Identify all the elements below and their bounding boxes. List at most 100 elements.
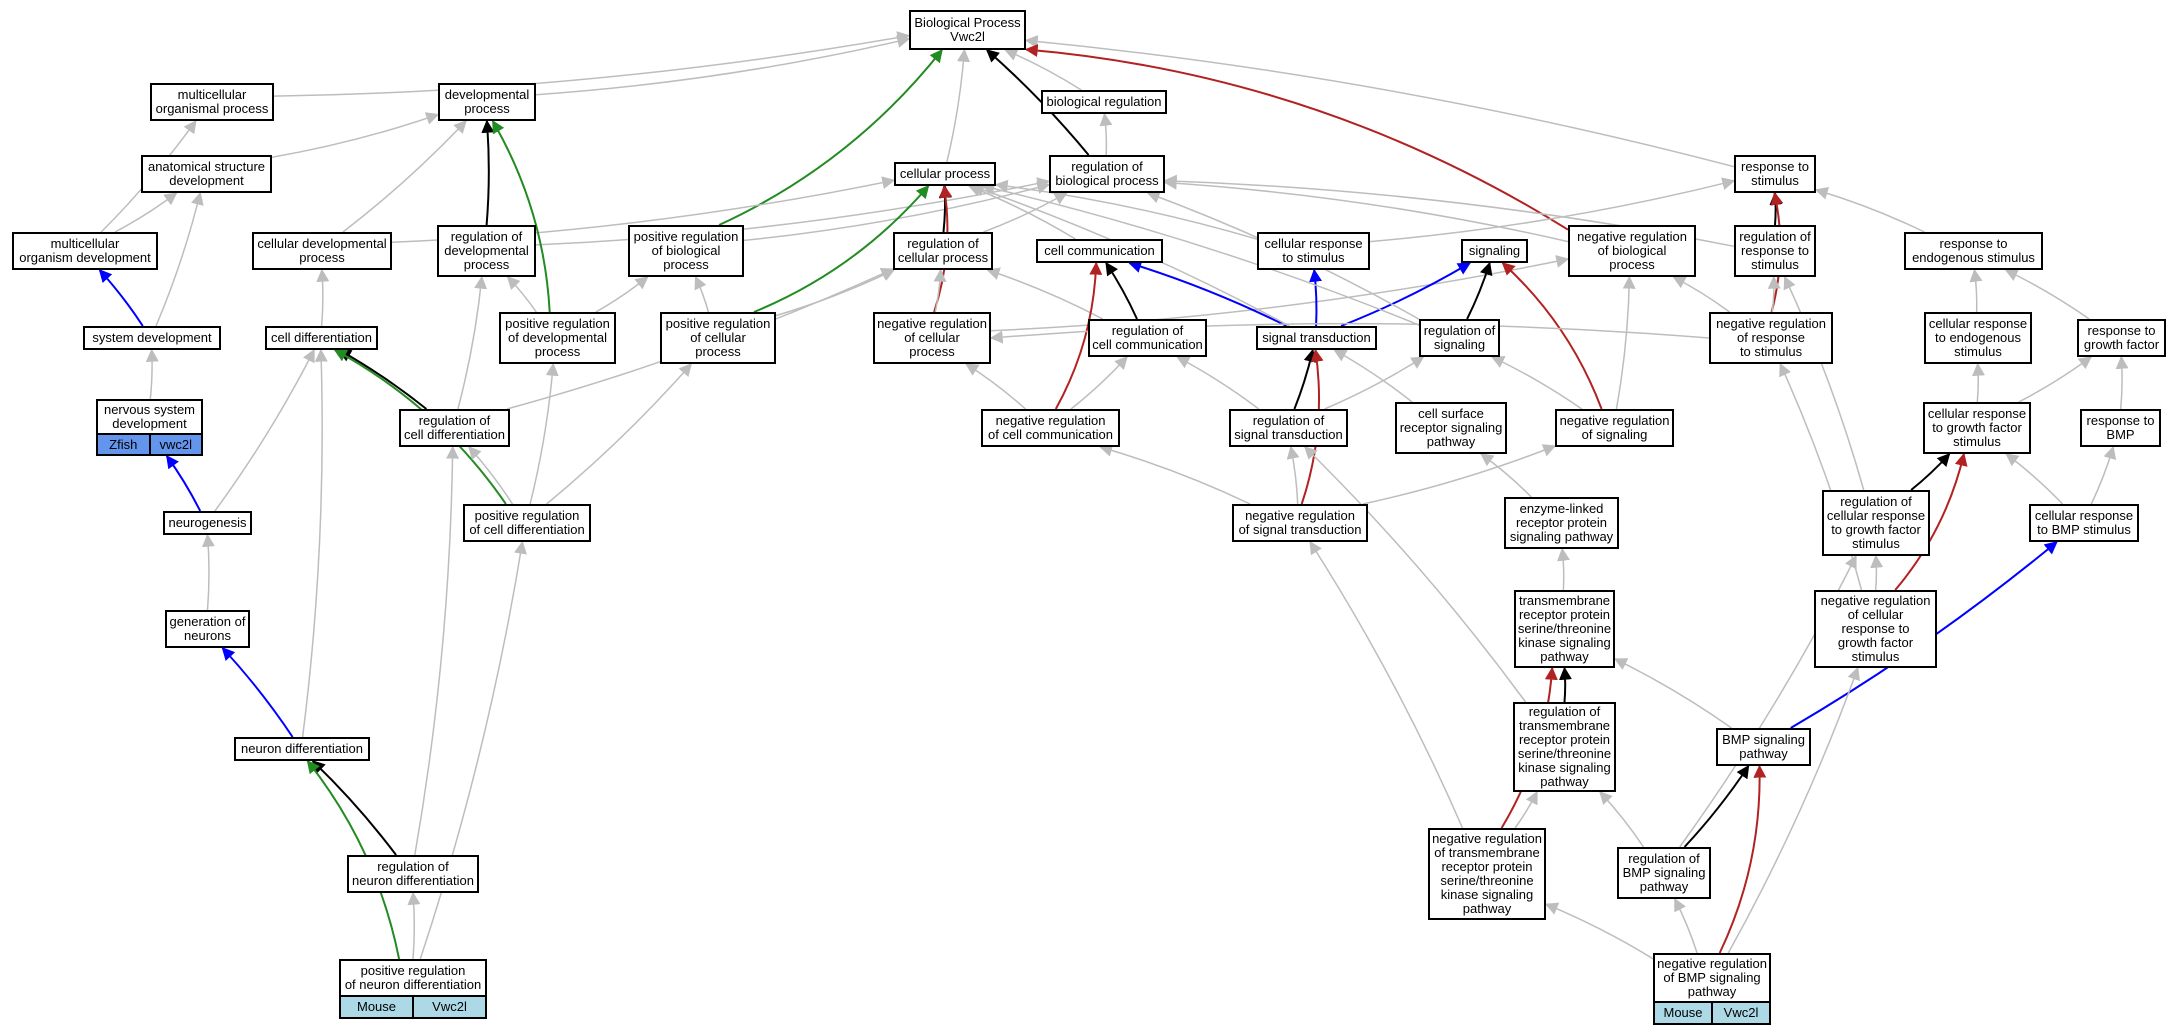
- node-label: signaling: [1468, 243, 1521, 258]
- edge-part-of-nrtmrp-to-nrst: [1309, 540, 1464, 829]
- edge-part-of-crs-to-cp: [994, 179, 1258, 240]
- edge-part-of-nrst-to-nrsig: [1362, 444, 1557, 505]
- node-system-development[interactable]: system development: [83, 326, 221, 350]
- edge-positive-prbp-to-bp: [718, 48, 943, 226]
- edge-layer: [98, 31, 2129, 960]
- edge-part-of-mod-to-asd: [114, 192, 178, 233]
- edge-part-of-rcd-to-rdp: [457, 275, 488, 410]
- gene-label: Vwc2l: [1711, 1003, 1769, 1023]
- node-cellular-process[interactable]: cellular process: [894, 162, 996, 186]
- edge-part-of-rst-to-rcc: [1176, 356, 1260, 410]
- edge-part-of-nrbp-to-rbp: [1163, 176, 1569, 243]
- edge-is-a-rst-to-st: [1293, 348, 1317, 410]
- node-neuron-differentiation[interactable]: neuron differentiation: [234, 737, 370, 761]
- node-label: neurogenesis: [168, 515, 247, 530]
- node-biological-regulation[interactable]: biological regulation: [1041, 90, 1167, 114]
- node-signal-transduction[interactable]: signal transduction: [1256, 326, 1377, 350]
- edge-part-of-neuro-to-cdiff: [214, 348, 315, 512]
- edge-blue-sd-to-mod: [98, 269, 144, 327]
- edge-part-of-breg-to-bp: [1004, 48, 1082, 91]
- edge-part-of-gon-to-neuro: [201, 533, 215, 611]
- edge-part-of-rcrgf-to-rrs: [1783, 275, 1865, 491]
- edge-part-of-prcd-to-prcp: [546, 363, 693, 505]
- edge-part-of-nrrs-to-nrbp: [1672, 276, 1730, 313]
- edge-part-of-cdp-to-dp: [342, 120, 467, 233]
- edge-part-of-prcp-to-prbp: [694, 275, 710, 313]
- edge-part-of-crgf-to-cres: [1972, 362, 1985, 403]
- node-cell-differentiation[interactable]: cell differentiation: [265, 326, 378, 350]
- edge-part-of-crs-to-rts: [1369, 177, 1736, 243]
- node-neurogenesis[interactable]: neurogenesis: [163, 511, 252, 535]
- edge-part-of-prdp-to-prbp: [595, 276, 649, 313]
- edge-part-of-nrbmp-to-rbmpsp: [1674, 897, 1698, 954]
- node-cell-communication[interactable]: cell communication: [1036, 239, 1163, 263]
- species-label: Mouse: [356, 999, 397, 1014]
- edge-part-of-bmp-to-tmrp: [1613, 658, 1732, 729]
- edge-is-a-rbp-to-bp: [985, 49, 1090, 156]
- edge-part-of-nrcp-to-rcp: [933, 268, 947, 313]
- node-signaling[interactable]: signaling: [1461, 239, 1528, 263]
